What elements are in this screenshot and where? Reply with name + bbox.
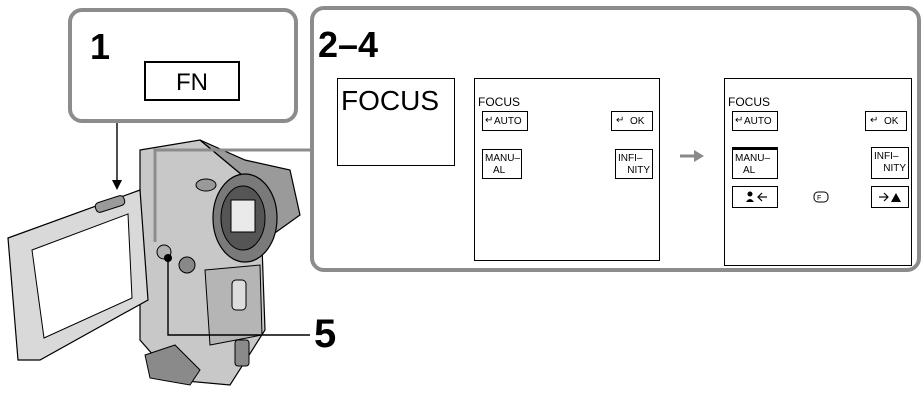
return-arrow-icon: ↵	[616, 115, 625, 126]
step5-number: 5	[314, 312, 337, 356]
screen2-manual-line2: AL	[743, 165, 756, 176]
focus-label-box: FOCUS	[337, 78, 455, 166]
mountain-far-icon	[879, 192, 901, 202]
svg-text:F: F	[817, 195, 821, 202]
focus-menu-screen-1: FOCUS ↵ AUTO ↵ OK MANU– AL INFI– NITY	[474, 78, 660, 261]
screen2-auto-button: ↵ AUTO	[732, 111, 778, 131]
screen1-infinity-line2: NITY	[627, 165, 650, 176]
manual-focus-icon: F	[813, 191, 829, 203]
focus-menu-screen-2: FOCUS ↵ AUTO ↵ OK MANU– AL INFI– NITY	[724, 78, 912, 266]
step2-4-panel: 2–4 FOCUS FOCUS ↵ AUTO ↵ OK MANU– AL INF…	[310, 6, 921, 272]
screen1-manual-button: MANU– AL	[482, 149, 522, 179]
right-arrow-icon	[680, 150, 704, 162]
step1-panel: 1 FN	[68, 8, 298, 123]
screen1-manual-line2: AL	[493, 165, 506, 176]
screen1-manual-line1: MANU–	[485, 153, 521, 164]
screen1-infinity-line1: INFI–	[618, 153, 643, 164]
return-arrow-icon: ↵	[870, 115, 879, 126]
fn-button-label: FN	[176, 69, 208, 96]
screen1-ok-button: ↵ OK	[611, 111, 653, 131]
return-arrow-icon: ↵	[485, 115, 494, 126]
screen2-far-button	[871, 186, 909, 208]
screen1-auto-label: AUTO	[494, 116, 522, 127]
screen2-infinity-button: INFI– NITY	[871, 147, 909, 179]
screen2-manual-button: MANU– AL	[732, 147, 778, 179]
step2-4-number: 2–4	[318, 24, 379, 65]
screen2-auto-label: AUTO	[744, 116, 772, 127]
screen1-auto-button: ↵ AUTO	[482, 111, 528, 131]
focus-large-label: FOCUS	[341, 85, 439, 116]
screen2-infinity-line2: NITY	[883, 163, 906, 174]
screen1-infinity-button: INFI– NITY	[615, 149, 653, 179]
screen2-ok-label: OK	[884, 116, 899, 127]
screen2-manual-line1: MANU–	[735, 153, 771, 164]
screen2-ok-button: ↵ OK	[865, 111, 907, 131]
screen2-title: FOCUS	[728, 95, 770, 109]
screen1-ok-label: OK	[630, 116, 645, 127]
screen2-near-button	[732, 186, 778, 208]
screen1-title: FOCUS	[478, 95, 520, 109]
return-arrow-icon: ↵	[735, 115, 744, 126]
step1-number: 1	[90, 26, 111, 67]
person-near-icon	[746, 191, 767, 202]
screen2-infinity-line1: INFI–	[874, 151, 899, 162]
fn-button: FN	[144, 61, 240, 101]
